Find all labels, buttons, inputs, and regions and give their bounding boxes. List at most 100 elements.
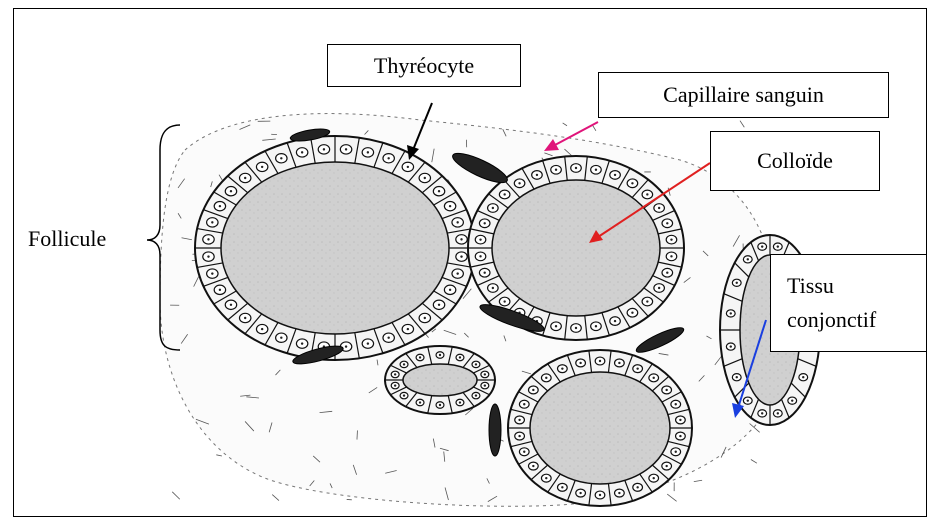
nucleolus — [555, 169, 557, 171]
nucleolus — [631, 182, 633, 184]
nucleolus — [403, 363, 405, 365]
nucleolus — [595, 169, 597, 171]
nucleolus — [636, 367, 638, 369]
nucleolus — [579, 362, 581, 364]
nucleolus — [666, 222, 668, 224]
nucleolus — [424, 317, 426, 319]
nucleolus — [618, 362, 620, 364]
nucleolus — [323, 148, 325, 150]
nucleolus — [791, 399, 793, 401]
nucleolus — [387, 157, 389, 159]
nucleolus — [614, 320, 616, 322]
nucleolus — [730, 345, 732, 347]
nucleolus — [424, 177, 426, 179]
nucleolus — [679, 419, 681, 421]
nucleolus — [483, 222, 485, 224]
nucleolus — [536, 174, 538, 176]
label-colloide-text: Colloïde — [757, 148, 833, 174]
nucleolus — [747, 258, 749, 260]
nucleolus — [777, 412, 779, 414]
fiber — [667, 494, 676, 501]
nucleolus — [636, 486, 638, 488]
fiber — [172, 492, 180, 499]
label-tissu-conjonctif: Tissu conjonctif — [770, 254, 927, 352]
nucleolus — [532, 465, 534, 467]
nucleolus — [484, 373, 486, 375]
nucleolus — [345, 345, 347, 347]
label-colloide: Colloïde — [710, 131, 880, 191]
nucleolus — [456, 221, 458, 223]
nucleolus — [439, 404, 441, 406]
nucleolus — [761, 412, 763, 414]
nucleolus — [761, 245, 763, 247]
fiber — [216, 455, 222, 456]
nucleolus — [666, 272, 668, 274]
nucleolus — [802, 376, 804, 378]
nucleolus — [280, 157, 282, 159]
nucleolus — [665, 465, 667, 467]
nucleolus — [207, 255, 209, 257]
label-tissu-line2: conjonctif — [787, 303, 876, 337]
colloid — [492, 180, 660, 316]
nucleolus — [747, 399, 749, 401]
nucleolus — [777, 245, 779, 247]
nucleolus — [614, 174, 616, 176]
nucleolus — [211, 221, 213, 223]
nucleolus — [523, 403, 525, 405]
nucleolus — [459, 401, 461, 403]
nucleolus — [646, 300, 648, 302]
label-follicule: Follicule — [28, 226, 106, 252]
nucleolus — [545, 477, 547, 479]
nucleolus — [449, 289, 451, 291]
nucleolus — [575, 327, 577, 329]
nucleolus — [736, 282, 738, 284]
nucleolus — [394, 384, 396, 386]
colloid — [530, 372, 670, 484]
label-thyreocyte: Thyréocyte — [327, 44, 521, 87]
nucleolus — [367, 342, 369, 344]
fiber — [593, 126, 596, 131]
nucleolus — [207, 238, 209, 240]
nucleolus — [555, 325, 557, 327]
nucleolus — [653, 477, 655, 479]
nucleolus — [230, 190, 232, 192]
label-thyreocyte-text: Thyréocyte — [374, 53, 474, 79]
nucleolus — [561, 367, 563, 369]
label-capillaire-text: Capillaire sanguin — [663, 82, 824, 108]
nucleolus — [387, 337, 389, 339]
nucleolus — [492, 207, 494, 209]
nucleolus — [367, 151, 369, 153]
nucleolus — [460, 238, 462, 240]
nucleolus — [675, 451, 677, 453]
nucleolus — [230, 304, 232, 306]
nucleolus — [631, 312, 633, 314]
fiber — [694, 480, 702, 481]
nucleolus — [595, 325, 597, 327]
nucleolus — [475, 394, 477, 396]
nucleolus — [503, 300, 505, 302]
fiber — [740, 121, 744, 128]
nucleolus — [545, 377, 547, 379]
nucleolus — [658, 287, 660, 289]
nucleolus — [479, 238, 481, 240]
nucleolus — [599, 494, 601, 496]
nucleolus — [394, 373, 396, 375]
follicle-small-center — [385, 346, 495, 414]
nucleolus — [523, 451, 525, 453]
nucleolus — [439, 354, 441, 356]
nucleolus — [658, 207, 660, 209]
colloid — [403, 364, 477, 396]
nucleolus — [618, 492, 620, 494]
nucleolus — [419, 401, 421, 403]
nucleolus — [407, 166, 409, 168]
nucleolus — [219, 205, 221, 207]
nucleolus — [670, 238, 672, 240]
nucleolus — [518, 435, 520, 437]
nucleolus — [449, 205, 451, 207]
nucleolus — [407, 328, 409, 330]
nucleolus — [301, 151, 303, 153]
nucleolus — [561, 486, 563, 488]
nucleolus — [280, 337, 282, 339]
nucleolus — [219, 289, 221, 291]
nucleolus — [438, 304, 440, 306]
